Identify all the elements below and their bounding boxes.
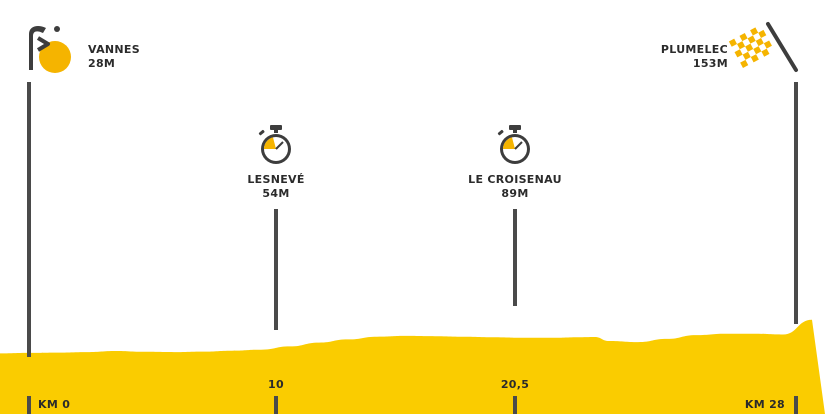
flag-check-square xyxy=(734,49,743,58)
flag-check-square xyxy=(758,29,767,39)
flag-check-square xyxy=(747,35,756,44)
km-label-finish: KM 28 xyxy=(744,398,785,411)
stopwatch-icon xyxy=(258,125,291,164)
km-label-lesneve: 10 xyxy=(268,378,284,391)
elevation-profile-area xyxy=(0,319,825,414)
flag-check-square xyxy=(728,38,738,47)
flag-check-square xyxy=(761,48,770,57)
stopwatch-icon xyxy=(497,125,530,164)
start-elevation: 28M xyxy=(88,57,116,70)
checkpoint-label-le-croisenau: LE CROISENAU 89M xyxy=(468,173,562,201)
finish-label: PLUMELEC 153M xyxy=(661,43,728,71)
checkpoint-label-lesneve: LESNEVÉ 54M xyxy=(247,173,304,201)
checkpoint-name: LE CROISENAU xyxy=(468,173,562,186)
km-label-le-croisenau: 20,5 xyxy=(500,378,530,391)
flag-check-square xyxy=(739,33,748,42)
checkpoint-elevation: 54M xyxy=(262,187,290,200)
flag-check-square xyxy=(740,59,749,68)
flag-check-square xyxy=(755,38,764,47)
checkpoint-name: LESNEVÉ xyxy=(247,173,305,186)
rider-logo-icon xyxy=(29,26,71,73)
flag-check-square xyxy=(750,27,759,36)
flag-check-square xyxy=(745,43,754,52)
start-label: VANNES 28M xyxy=(88,43,140,71)
finish-name: PLUMELEC xyxy=(660,43,728,56)
flag-check-square xyxy=(750,54,759,63)
flag-check-square xyxy=(763,40,772,49)
flag-check-square xyxy=(753,46,762,55)
start-name: VANNES xyxy=(88,43,140,56)
km-label-start: KM 0 xyxy=(38,398,71,411)
flag-check-square xyxy=(737,41,746,50)
checkpoint-elevation: 89M xyxy=(501,187,529,200)
checkered-flag-icon xyxy=(728,22,798,72)
flag-check-square xyxy=(742,51,751,60)
finish-elevation: 153M xyxy=(692,57,728,70)
